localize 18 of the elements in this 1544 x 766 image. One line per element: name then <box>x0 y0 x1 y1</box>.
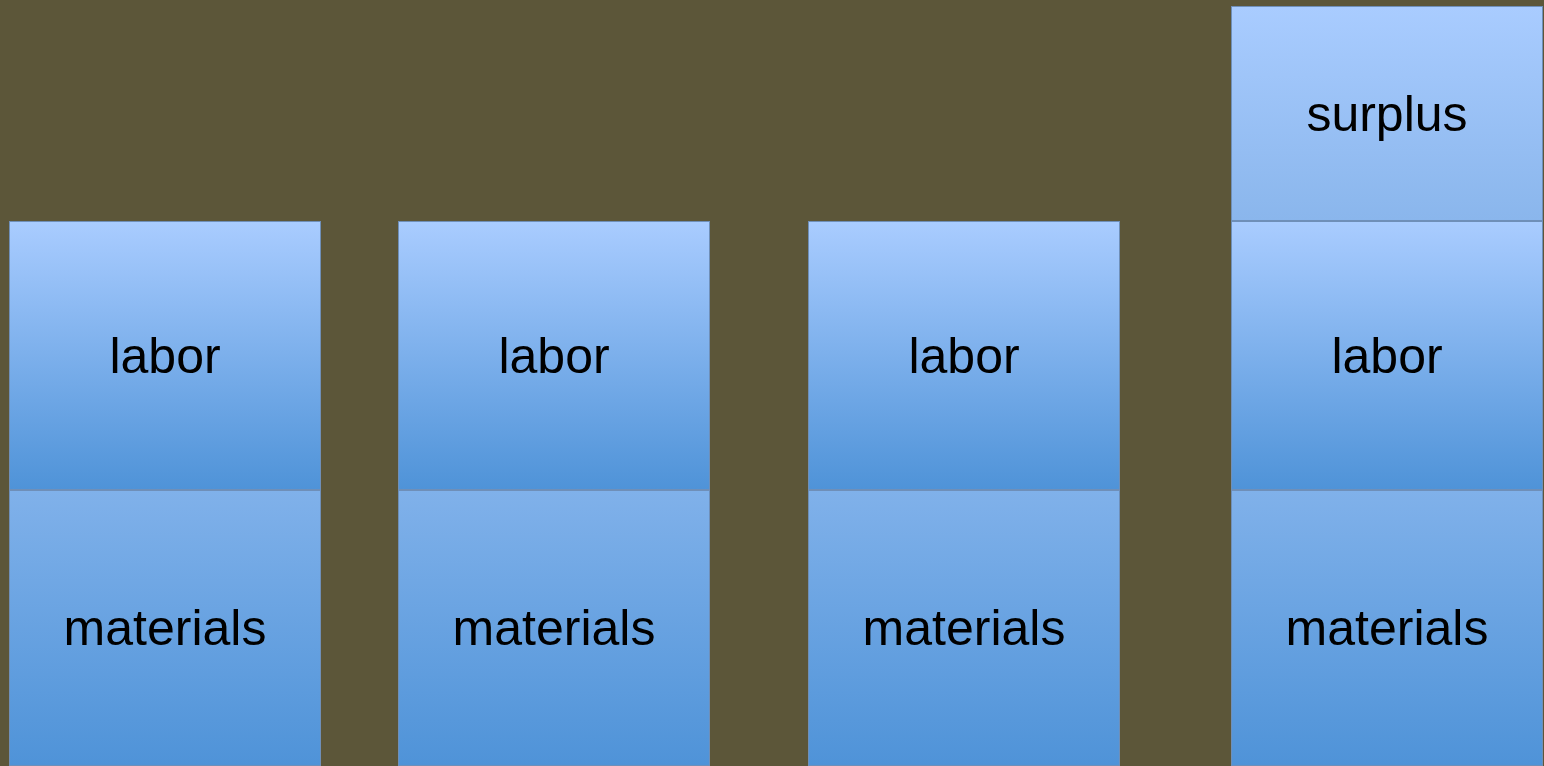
block-label: materials <box>63 599 267 657</box>
stack-block <box>9 221 321 490</box>
stack-block <box>808 490 1120 766</box>
block-label: labor <box>498 326 610 385</box>
block-label: labor <box>908 326 1020 385</box>
stack-block <box>1231 490 1543 766</box>
stack-block <box>1231 6 1543 221</box>
stack-block <box>398 490 710 766</box>
stack-block <box>9 490 321 766</box>
block-label: materials <box>452 599 656 657</box>
block-label: labor <box>109 326 221 385</box>
stack-block <box>1231 221 1543 490</box>
block-label: materials <box>1285 599 1489 657</box>
stack-block <box>808 221 1120 490</box>
block-label: materials <box>862 599 1066 657</box>
block-label: surplus <box>1306 84 1468 143</box>
stack-block <box>398 221 710 490</box>
block-label: labor <box>1331 326 1443 385</box>
